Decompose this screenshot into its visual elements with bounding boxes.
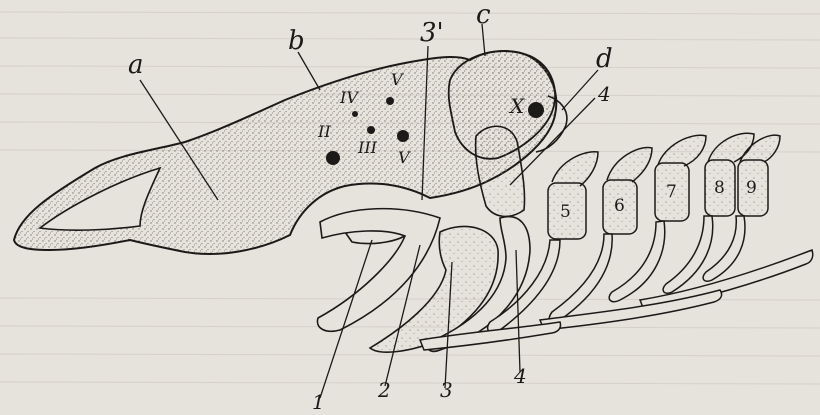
leader-d xyxy=(562,70,598,110)
label-arch-4-top: 4 xyxy=(598,84,611,104)
label-a: a xyxy=(128,52,144,78)
foramen-IV xyxy=(352,111,358,117)
label-segment-8: 8 xyxy=(714,180,725,197)
label-nerve-II: II xyxy=(318,124,331,140)
label-segment-5: 5 xyxy=(560,204,571,221)
label-arch-1: 1 xyxy=(312,392,325,412)
foramen-V-lower xyxy=(397,130,409,142)
label-arch-3: 3 xyxy=(440,380,453,400)
label-3-prime: 3' xyxy=(420,20,444,46)
foramen-III xyxy=(367,126,375,134)
label-arch-4-bottom: 4 xyxy=(514,366,527,386)
label-nerve-V-lower: V xyxy=(398,150,410,166)
leader-b xyxy=(298,52,320,90)
label-nerve-III: III xyxy=(358,140,377,156)
foramen-II xyxy=(326,151,340,165)
label-nerve-IV: IV xyxy=(340,90,358,106)
label-d: d xyxy=(596,46,613,72)
foramen-V-upper xyxy=(386,97,394,105)
label-segment-6: 6 xyxy=(614,198,625,215)
arch-4-upper xyxy=(476,126,525,216)
label-nerve-X: X xyxy=(510,96,524,116)
label-segment-7: 7 xyxy=(666,184,677,201)
label-arch-2: 2 xyxy=(378,380,391,400)
label-segment-9: 9 xyxy=(746,180,757,197)
label-b: b xyxy=(288,28,305,54)
label-nerve-V-upper: V xyxy=(391,72,403,88)
label-c: c xyxy=(476,2,491,28)
foramen-X xyxy=(528,102,544,118)
